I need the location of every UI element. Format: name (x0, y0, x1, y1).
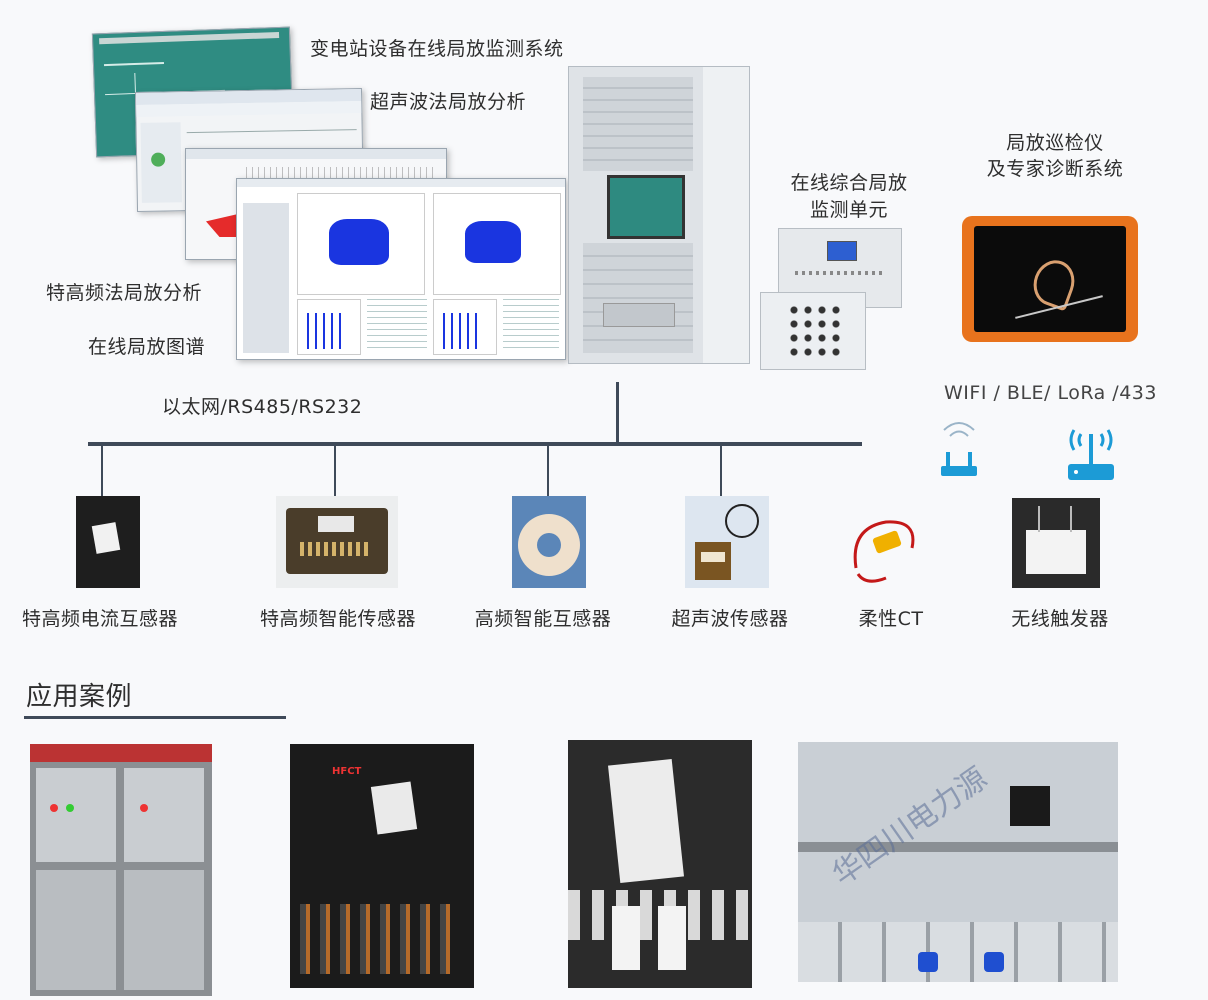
ethernet-bus (88, 442, 862, 446)
sensor-label-1: 特高频电流互感器 (21, 608, 178, 630)
substation-system-label: 变电站设备在线局放监测系统 (310, 38, 564, 60)
ultrasonic-analysis-label: 超声波法局放分析 (370, 91, 527, 113)
uhf-analysis-label: 特高频法局放分析 (46, 282, 203, 304)
monitoring-cabinet (568, 66, 750, 364)
sensor-label-6: 无线触发器 (1011, 608, 1109, 630)
bus-drop-1 (101, 444, 103, 496)
prpd-label: 在线局放图谱 (88, 336, 206, 358)
uhf-prpd-screenshot (236, 178, 566, 360)
uhf-current-transformer-image (76, 496, 140, 588)
cases-title-underline (24, 716, 286, 719)
inspector-label: 局放巡检仪 及专家诊断系统 (960, 130, 1150, 182)
inspector-line2: 及专家诊断系统 (986, 158, 1124, 180)
cabinet-screen (607, 175, 685, 239)
online-unit-line2: 监测单元 (809, 199, 888, 221)
sensor-label-3: 高频智能互感器 (474, 608, 612, 630)
wifi-router-icon (938, 416, 980, 478)
tablet-screen (974, 226, 1126, 332)
sensor-label-5: 柔性CT (858, 608, 924, 630)
cases-title: 应用案例 (26, 682, 133, 712)
wireless-gateway-icon (1066, 426, 1116, 482)
ultrasonic-sensor-image (685, 496, 769, 588)
sensor-label-2: 特高频智能传感器 (259, 608, 416, 630)
flexible-ct-image (846, 508, 926, 588)
wireless-protocols-label: WIFI / BLE/ LoRa /433 (944, 382, 1157, 404)
bus-drop-2 (334, 444, 336, 496)
case-photo-hfct: HFCT (290, 744, 474, 988)
wireless-trigger-image (1012, 498, 1100, 588)
wired-protocols-label: 以太网/RS485/RS232 (162, 396, 363, 418)
bus-drop-3 (547, 444, 549, 496)
online-unit-line1: 在线综合局放 (790, 172, 908, 194)
online-unit-label: 在线综合局放 监测单元 (774, 170, 924, 224)
bus-drop-4 (720, 444, 722, 496)
hf-smart-transformer-image (512, 496, 586, 588)
pd-inspector-tablet (962, 216, 1138, 342)
acquisition-unit-device (760, 292, 866, 370)
uhf-smart-sensor-image (276, 496, 398, 588)
hfct-tag: HFCT (332, 766, 362, 777)
inspector-line1: 局放巡检仪 (1006, 132, 1104, 154)
case-photo-switchgear (30, 744, 212, 996)
sensor-label-4: 超声波传感器 (671, 608, 789, 630)
case-photo-cabinet-sensor (568, 740, 752, 988)
case-photo-installation: 华四川电力源 (798, 742, 1118, 982)
bus-riser (616, 382, 619, 444)
installation-watermark: 华四川电力源 (826, 760, 994, 893)
